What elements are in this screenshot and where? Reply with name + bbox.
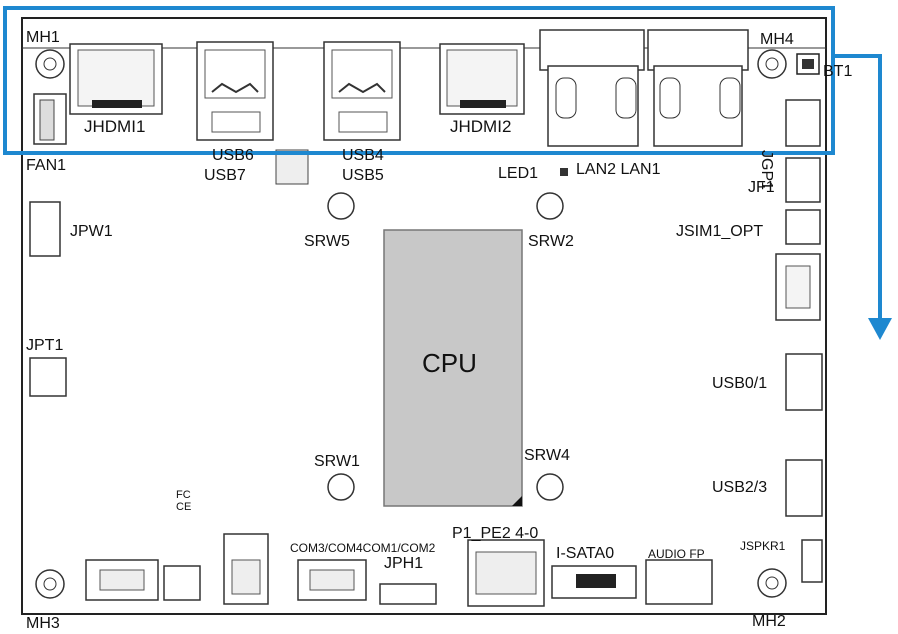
- lan-port-lan2: [539, 29, 645, 147]
- label-usb2-3: USB2/3: [712, 479, 767, 496]
- label-jpt1: JPT1: [26, 337, 63, 354]
- mounting-hole-mh1: [35, 49, 65, 79]
- label-led1: LED1: [498, 165, 538, 182]
- header-jsim1: [785, 209, 821, 245]
- header-jpt1: [29, 357, 67, 397]
- label-jhdmi2: JHDMI2: [450, 117, 511, 136]
- label-jsim1: JSIM1_OPT: [676, 223, 763, 240]
- label-jf1: JF1: [748, 179, 775, 196]
- label-bt1: BT1: [823, 63, 852, 80]
- label-jgp1: JGP1: [758, 150, 775, 190]
- label-mh4: MH4: [760, 31, 794, 48]
- mounting-hole-mh4: [757, 49, 787, 79]
- label-usb7: USB7: [204, 167, 246, 184]
- hdmi-port-jhdmi2: [439, 43, 525, 115]
- label-mh2: MH2: [752, 613, 786, 630]
- mounting-hole-mh3: [35, 569, 65, 599]
- label-usb6: USB6: [212, 147, 254, 164]
- label-fan1: FAN1: [26, 157, 66, 174]
- header-jf1: [785, 157, 821, 203]
- label-lan: LAN2 LAN1: [576, 161, 661, 178]
- label-usb5: USB5: [342, 167, 384, 184]
- label-cpu: CPU: [422, 348, 477, 378]
- header-jph1: [379, 583, 437, 605]
- usb-header-usb0-1: [785, 353, 823, 411]
- lan-port-lan1: [647, 29, 749, 147]
- usb-port-usb6-7: [196, 41, 274, 141]
- label-mh3: MH3: [26, 615, 60, 632]
- label-ce: CE: [176, 501, 191, 513]
- mounting-hole-mh2: [757, 568, 787, 598]
- usb-port-usb4-5: [323, 41, 401, 141]
- header-jspkr1: [801, 539, 823, 583]
- label-jph1: JPH1: [384, 555, 423, 572]
- label-usb4: USB4: [342, 147, 384, 164]
- header-small-left: [163, 565, 201, 601]
- label-isata0: I-SATA0: [556, 545, 614, 562]
- label-jspkr1: JSPKR1: [740, 539, 786, 553]
- label-com: COM3/COM4COM1/COM2: [290, 541, 436, 555]
- label-srw5: SRW5: [304, 233, 350, 250]
- arrow-down-icon: [868, 318, 892, 340]
- usb-header-usb2-3: [785, 459, 823, 517]
- hdmi-port-jhdmi1: [69, 43, 163, 115]
- header-jgp1: [785, 99, 821, 147]
- label-srw1: SRW1: [314, 453, 360, 470]
- label-jpw1: JPW1: [70, 223, 113, 240]
- standoff-srw4: [536, 473, 564, 501]
- standoff-srw1: [327, 473, 355, 501]
- label-p1-pe2: P1_PE2 4-0: [452, 525, 538, 542]
- label-usb0-1: USB0/1: [712, 375, 767, 392]
- audio-header: [645, 559, 713, 605]
- label-srw2: SRW2: [528, 233, 574, 250]
- standoff-srw2: [536, 192, 564, 220]
- label-srw4: SRW4: [524, 447, 570, 464]
- label-audio-fp: AUDIO FP: [648, 547, 705, 561]
- label-jhdmi1: JHDMI1: [84, 117, 145, 136]
- standoff-srw5: [327, 192, 355, 220]
- label-mh1: MH1: [26, 29, 60, 46]
- small-chip: [275, 149, 309, 185]
- led1: [560, 168, 568, 176]
- io-highlight-box: [3, 6, 835, 155]
- power-header-jpw1: [29, 201, 61, 257]
- direction-arrow-line: [833, 54, 882, 320]
- label-fcc: FC: [176, 489, 191, 501]
- cpu-package: [383, 229, 523, 507]
